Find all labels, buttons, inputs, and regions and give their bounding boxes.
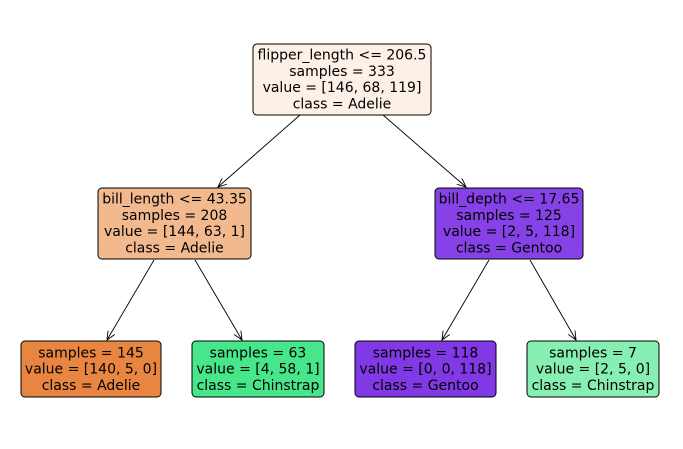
node-text-line: value = [140, 5, 0]: [25, 362, 157, 378]
node-text-line: class = Gentoo: [372, 378, 478, 394]
node-box: [526, 340, 660, 398]
node-text-line: samples = 333: [289, 64, 395, 80]
node-text-line: value = [144, 63, 1]: [104, 224, 245, 240]
edge-n1-to-n4: [194, 259, 242, 340]
edge-n1-to-n3: [107, 259, 155, 340]
node-text-line: class = Adelie: [42, 378, 141, 394]
node-text-line: class = Adelie: [293, 97, 392, 113]
edge-n2-to-n6: [529, 259, 576, 340]
node-box: [354, 340, 497, 398]
node-text-line: samples = 208: [122, 208, 228, 224]
edge-n2-to-n5: [442, 259, 490, 340]
node-text-line: class = Chinstrap: [197, 378, 320, 394]
node-box: [191, 340, 325, 398]
node-text-line: bill_length <= 43.35: [102, 192, 247, 208]
node-text-line: samples = 118: [373, 345, 479, 361]
node-text-line: value = [4, 58, 1]: [196, 362, 319, 378]
node-box: [252, 43, 432, 116]
node-text-line: value = [0, 0, 118]: [359, 362, 491, 378]
node-text-line: samples = 125: [456, 208, 562, 224]
node-box: [97, 187, 252, 260]
node-text-line: samples = 63: [210, 345, 307, 361]
node-box: [20, 340, 162, 398]
edge-root-to-n1: [218, 114, 301, 187]
node-text-line: class = Adelie: [125, 241, 224, 257]
node-text-line: bill_depth <= 17.65: [439, 192, 580, 208]
node-text-line: value = [146, 68, 119]: [263, 80, 422, 96]
node-text-line: class = Gentoo: [456, 241, 562, 257]
node-text-line: samples = 145: [38, 345, 144, 361]
node-text-line: value = [2, 5, 0]: [536, 362, 650, 378]
node-text-line: value = [2, 5, 118]: [443, 224, 575, 240]
node-text-line: samples = 7: [549, 345, 637, 361]
node-text-line: flipper_length <= 206.5: [258, 48, 427, 64]
node-box: [434, 187, 584, 260]
edge-root-to-n2: [382, 114, 466, 187]
node-text-line: class = Chinstrap: [532, 378, 655, 394]
edges-layer: [107, 114, 576, 340]
